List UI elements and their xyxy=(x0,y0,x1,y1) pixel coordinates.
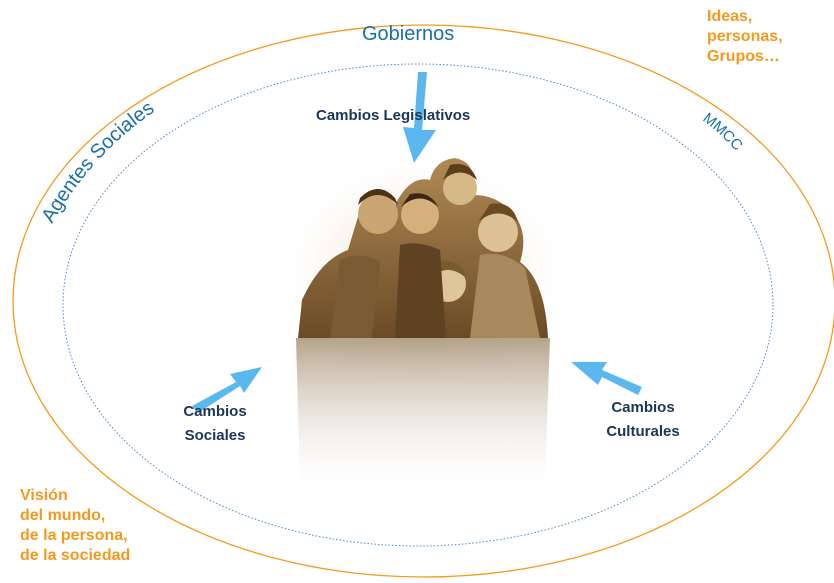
gobiernos-label: Gobiernos xyxy=(362,23,455,45)
vision-note-line-1: Visión xyxy=(20,487,68,504)
cambios-culturales-line-1: Cambios xyxy=(611,399,675,416)
cambios-sociales-label: Cambios Sociales xyxy=(165,400,265,448)
svg-text:Agentes Sociales: Agentes Sociales xyxy=(37,97,158,227)
cambios-culturales-label: Cambios Culturales xyxy=(588,396,698,444)
outer-ellipse xyxy=(12,24,834,578)
family-photo xyxy=(274,150,574,500)
cambios-culturales-line-2: Culturales xyxy=(606,423,680,440)
inner-ellipse xyxy=(62,63,774,547)
vision-note-line-2: del mundo, xyxy=(20,507,106,524)
agentes-sociales-label: Agentes Sociales xyxy=(37,97,158,227)
ideas-note-line-2: personas, xyxy=(707,28,783,45)
cambios-legislativos-label: Cambios Legislativos xyxy=(316,107,471,124)
vision-note-line-4: de la sociedad xyxy=(20,547,131,564)
cambios-sociales-line-2: Sociales xyxy=(184,427,246,444)
vision-note: Visión del mundo, de la persona, de la s… xyxy=(20,486,130,566)
arrow-legislativos xyxy=(403,72,436,163)
vision-note-line-3: de la persona, xyxy=(20,527,128,544)
arrow-sociales xyxy=(192,367,262,413)
arrow-culturales xyxy=(571,362,642,395)
ideas-note: Ideas, personas, Grupos… xyxy=(707,7,783,67)
svg-text:MMCC: MMCC xyxy=(700,110,746,155)
ideas-note-line-3: Grupos… xyxy=(707,48,780,65)
cambios-sociales-line-1: Cambios xyxy=(183,403,247,420)
ideas-note-line-1: Ideas, xyxy=(707,8,753,25)
mmcc-label: MMCC xyxy=(700,110,746,155)
